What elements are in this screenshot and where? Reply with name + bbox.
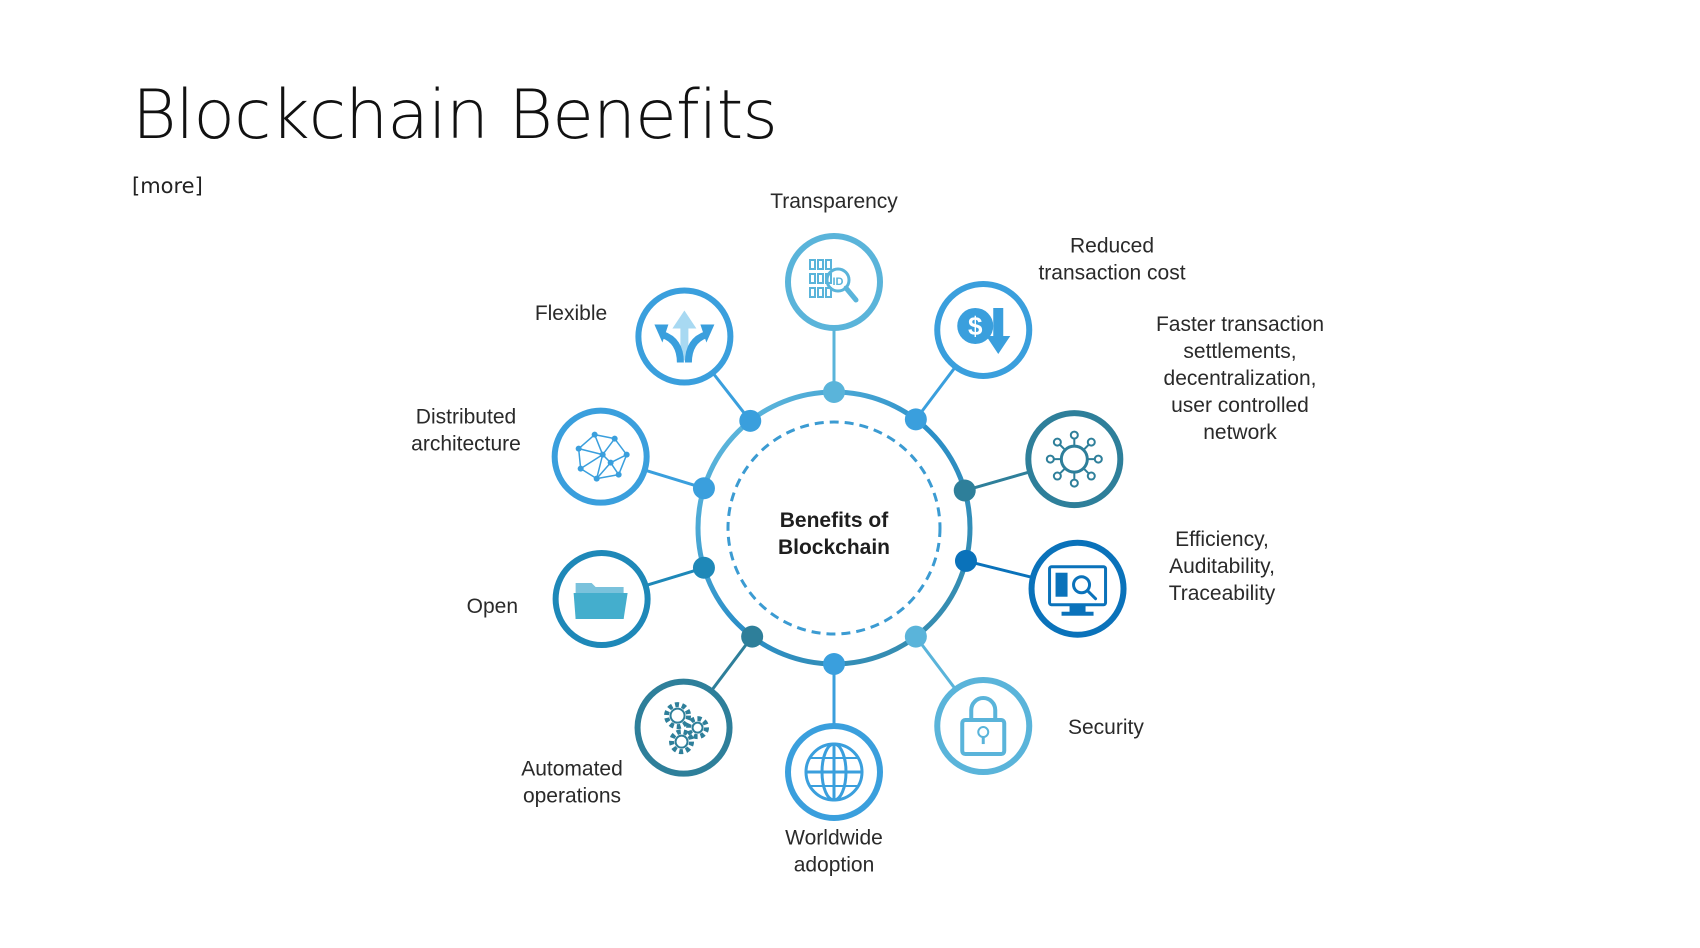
slide-title: Blockchain Benefits (132, 76, 778, 155)
padlock-icon (960, 696, 1007, 757)
ring-dot (692, 477, 715, 500)
ring-dot (953, 479, 976, 502)
gears-icon (664, 702, 710, 755)
benefit-label-reduced-cost: transaction cost (1038, 262, 1185, 285)
benefit-label-efficiency: Auditability, (1169, 555, 1275, 578)
benefit-label-efficiency: Traceability (1169, 582, 1276, 605)
benefit-label-efficiency: Efficiency, (1175, 528, 1269, 551)
benefit-label-faster-settlements: network (1203, 421, 1277, 444)
benefit-label-open: Open (467, 595, 518, 618)
ring-dot (823, 653, 845, 675)
benefit-node-flexible: Flexible (535, 287, 762, 432)
benefit-label-reduced-cost: Reduced (1070, 235, 1154, 258)
dollar-down-icon: $ (957, 307, 1011, 354)
benefit-node-faster-settlements: Faster transaction settlements, decentrali… (953, 313, 1324, 509)
node-circle (1025, 410, 1124, 509)
benefit-label-security: Security (1068, 716, 1144, 739)
ring-dot (739, 409, 762, 432)
folder-icon (573, 583, 628, 620)
benefit-node-distributed: Distributed architecture (411, 406, 715, 506)
monitor-search-icon (1048, 565, 1108, 616)
ring-dot (904, 408, 927, 431)
benefit-label-distributed: architecture (411, 433, 521, 456)
benefit-label-automated: operations (523, 785, 621, 808)
benefit-node-automated: Automated operations (521, 625, 764, 808)
inner-dashed-ring (726, 420, 942, 636)
benefit-label-distributed: Distributed (416, 406, 516, 429)
connector-line (964, 470, 1031, 492)
svg-text:$: $ (968, 311, 983, 341)
more-link[interactable]: [more] (132, 174, 203, 198)
id-search-icon: ID (809, 259, 859, 303)
benefit-node-reduced-cost: $ Reduced transaction cost (904, 235, 1186, 431)
benefit-node-worldwide: Worldwide adoption (785, 653, 883, 877)
ring-dot (741, 625, 764, 648)
benefit-node-transparency: ID Transparency (770, 190, 898, 403)
node-circle (634, 678, 733, 777)
benefit-label-worldwide: Worldwide (785, 827, 883, 850)
ring-dot (954, 549, 977, 572)
benefit-label-transparency: Transparency (770, 190, 898, 213)
benefit-label-flexible: Flexible (535, 302, 607, 325)
mesh-network-icon (575, 431, 630, 482)
node-circle (1028, 539, 1127, 638)
center-label-line1: Benefits of (780, 509, 890, 532)
benefit-node-open: Open (467, 550, 715, 649)
globe-icon (804, 742, 864, 802)
benefit-label-faster-settlements: decentralization, (1164, 367, 1317, 390)
connector-line (965, 559, 1034, 580)
connector-line (710, 635, 754, 692)
ring-dot (823, 381, 845, 403)
network-hub-icon (1045, 430, 1103, 488)
benefit-label-faster-settlements: Faster transaction (1156, 313, 1324, 336)
ring-dot (692, 556, 715, 579)
split-arrows-icon (654, 310, 715, 363)
benefit-node-security: Security (904, 625, 1144, 776)
benefit-label-faster-settlements: settlements, (1183, 340, 1296, 363)
benefit-node-efficiency: Efficiency, Auditability, Traceability (954, 528, 1276, 638)
center-label-line2: Blockchain (778, 536, 890, 559)
ring-dot (904, 625, 927, 648)
benefit-label-faster-settlements: user controlled (1171, 394, 1309, 417)
benefit-label-worldwide: adoption (794, 854, 875, 877)
benefit-label-automated: Automated (521, 758, 623, 781)
svg-text:ID: ID (833, 276, 844, 288)
